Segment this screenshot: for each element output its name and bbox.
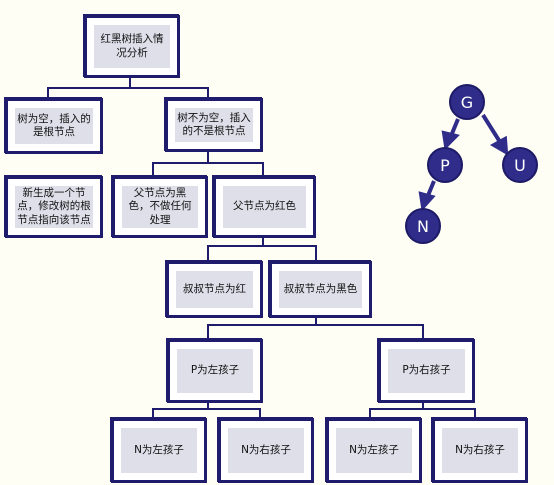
node-uncle-red: 叔叔节点为红 [165,260,262,317]
node-p-right: P为右孩子 [377,338,474,402]
node-non-empty: 树不为空，插入的不是根节点 [164,97,262,151]
node-parent-red: 父节点为红色 [212,175,315,237]
node-p-left-label: P为左孩子 [177,349,253,393]
node-n-right-1: N为右孩子 [217,417,313,482]
tree-node-u-label: U [514,155,526,175]
link-pright-children [369,402,476,417]
arrow-g-p [441,130,460,151]
node-n-left-2: N为左孩子 [325,417,421,482]
node-empty-action: 新生成一个节点，修改树的根节点指向该节点 [4,175,102,237]
node-root-label: 红黑树插入情况分析 [94,25,170,68]
link-pleft-children [152,402,261,417]
node-empty-tree-label: 树为空，插入的是根节点 [15,108,93,144]
arrow-g-u [489,135,509,156]
node-uncle-black: 叔叔节点为黑色 [268,260,371,317]
node-uncle-red-label: 叔叔节点为红 [176,271,253,308]
tree-node-n: N [405,208,441,244]
tree-node-p-label: P [440,155,450,175]
link-root-children [47,77,209,97]
node-parent-black-label: 父节点为黑色，不做任何处理 [122,186,198,228]
node-uncle-black-label: 叔叔节点为黑色 [279,271,362,308]
node-n-right-1-label: N为右孩子 [228,428,304,473]
tree-node-p: P [427,147,463,183]
node-root: 红黑树插入情况分析 [83,14,179,77]
node-n-left-1-label: N为左孩子 [121,428,197,473]
tree-node-g-label: G [460,92,474,112]
link-red-children [207,237,317,260]
link-black-children [207,317,424,338]
node-n-right-2-label: N为右孩子 [442,428,518,473]
node-n-right-2: N为右孩子 [431,417,527,482]
tree-node-u: U [502,147,538,183]
node-parent-red-label: 父节点为红色 [223,186,306,228]
edge-g-u [481,113,502,144]
link-nonempty-children [152,151,264,175]
node-empty-action-label: 新生成一个节点，修改树的根节点指向该节点 [15,186,93,228]
node-p-left: P为左孩子 [166,338,262,402]
node-n-left-2-label: N为左孩子 [336,428,412,473]
tree-node-n-label: N [417,216,429,236]
node-n-left-1: N为左孩子 [110,417,206,482]
node-non-empty-label: 树不为空，插入的不是根节点 [175,108,253,142]
tree-node-g: G [449,84,485,120]
node-p-right-label: P为右孩子 [388,349,465,393]
arrow-p-n [418,191,436,212]
node-empty-tree: 树为空，插入的是根节点 [4,97,102,153]
node-parent-black: 父节点为黑色，不做任何处理 [111,175,207,237]
